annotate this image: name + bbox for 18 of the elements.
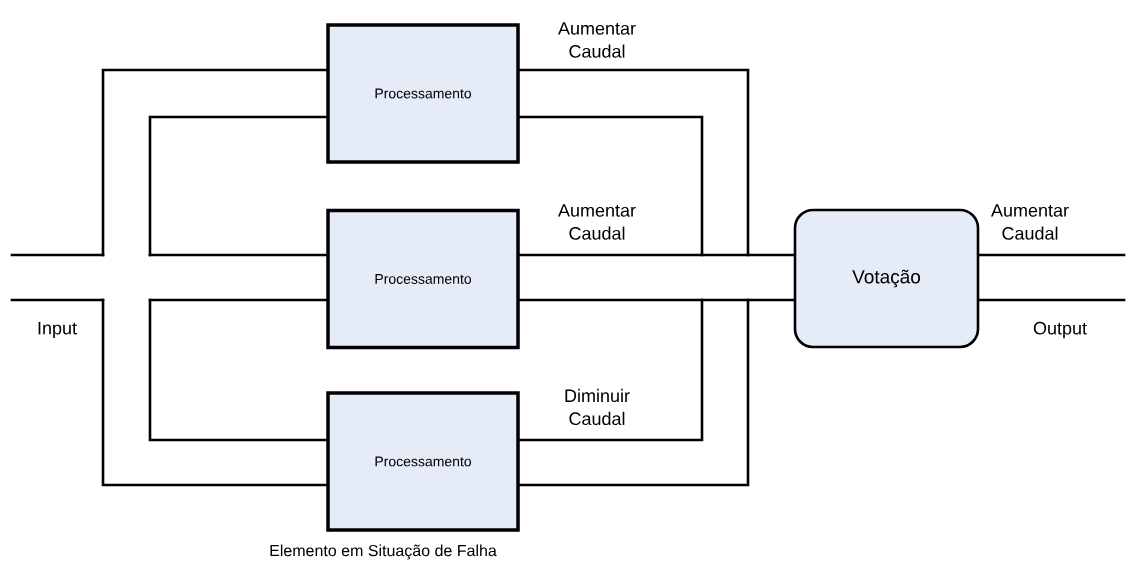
process-box: Processamento: [326, 23, 520, 164]
edge-label: Diminuir Caudal: [551, 387, 643, 427]
caption-text: Elemento em Situação de Falha: [270, 544, 497, 560]
port-label: Input: [38, 321, 77, 339]
pipe-line: [10, 253, 328, 302]
pipe-line: [518, 253, 795, 302]
edge-label: Aumentar Caudal: [551, 203, 643, 241]
voting-box: Votação: [793, 208, 980, 349]
process-box: Processamento: [326, 208, 520, 350]
pipe-line: [978, 253, 1126, 302]
pipe-line: [518, 298, 750, 487]
edge-label: Aumentar Caudal: [551, 21, 643, 59]
pipe-line: [518, 68, 750, 257]
pipe-line: [101, 298, 328, 487]
pipe-line: [101, 68, 328, 257]
port-label: Output: [1033, 321, 1087, 339]
process-box: Processamento: [326, 391, 520, 532]
edge-label: Aumentar Caudal: [984, 203, 1076, 241]
